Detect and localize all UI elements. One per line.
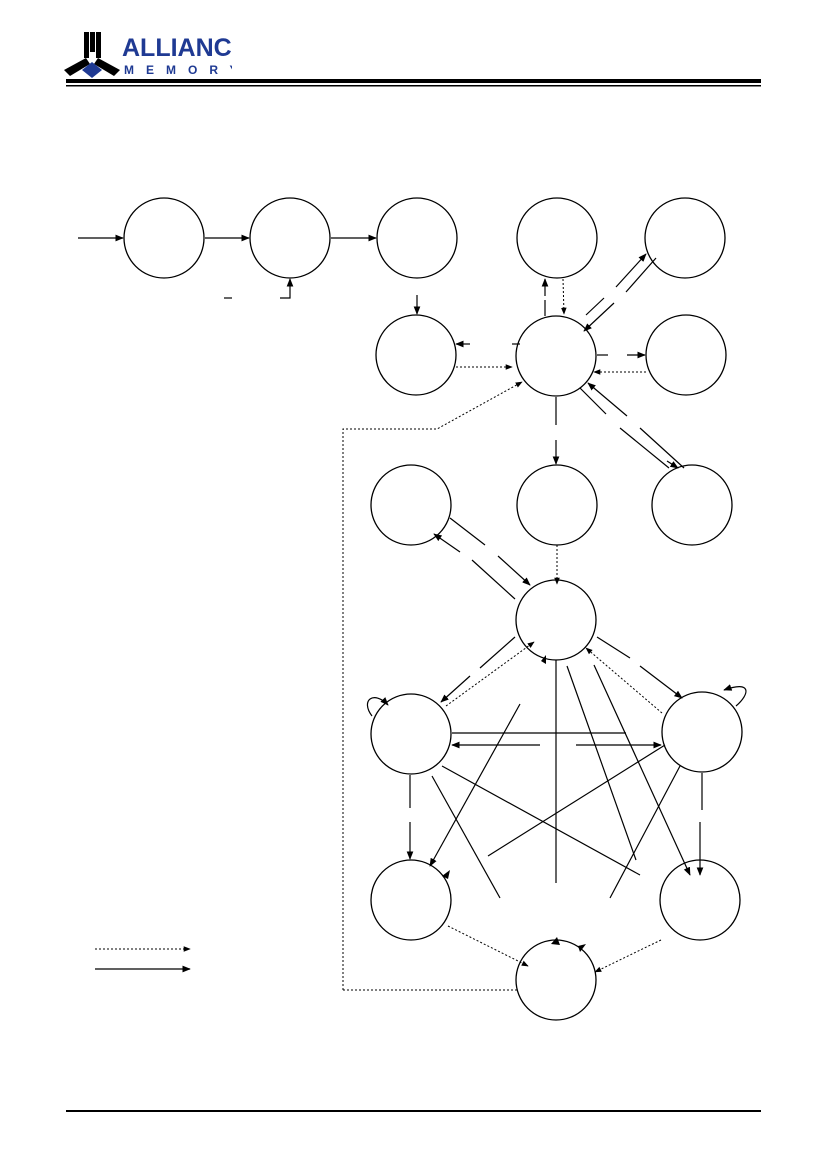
state-node: [370, 859, 452, 941]
state-node: [651, 464, 733, 546]
state-node: [516, 464, 598, 546]
state-nodes: [123, 197, 743, 1021]
solid-transitions: [78, 234, 685, 600]
pentagon-transitions: [366, 636, 747, 899]
state-node: [645, 314, 727, 396]
state-node: [375, 314, 457, 396]
footer-rule: [66, 1110, 761, 1112]
state-node: [370, 464, 452, 546]
state-node: [516, 197, 598, 279]
header-rule: [66, 79, 761, 87]
state-node: [123, 197, 205, 279]
dotted-transitions: [95, 278, 663, 991]
state-node: [370, 693, 452, 775]
state-node: [515, 939, 597, 1021]
minor-arrowheads: [442, 655, 586, 952]
state-node: [376, 197, 458, 279]
state-node: [661, 691, 743, 773]
alliance-memory-logo: ALLIANCE MEMORY: [64, 32, 232, 78]
state-node: [644, 197, 726, 279]
logo-word-memory: MEMORY: [124, 63, 232, 77]
state-node: [249, 197, 331, 279]
state-node: [515, 315, 597, 397]
logo-word-alliance: ALLIANCE: [122, 34, 232, 62]
state-node: [515, 579, 597, 661]
